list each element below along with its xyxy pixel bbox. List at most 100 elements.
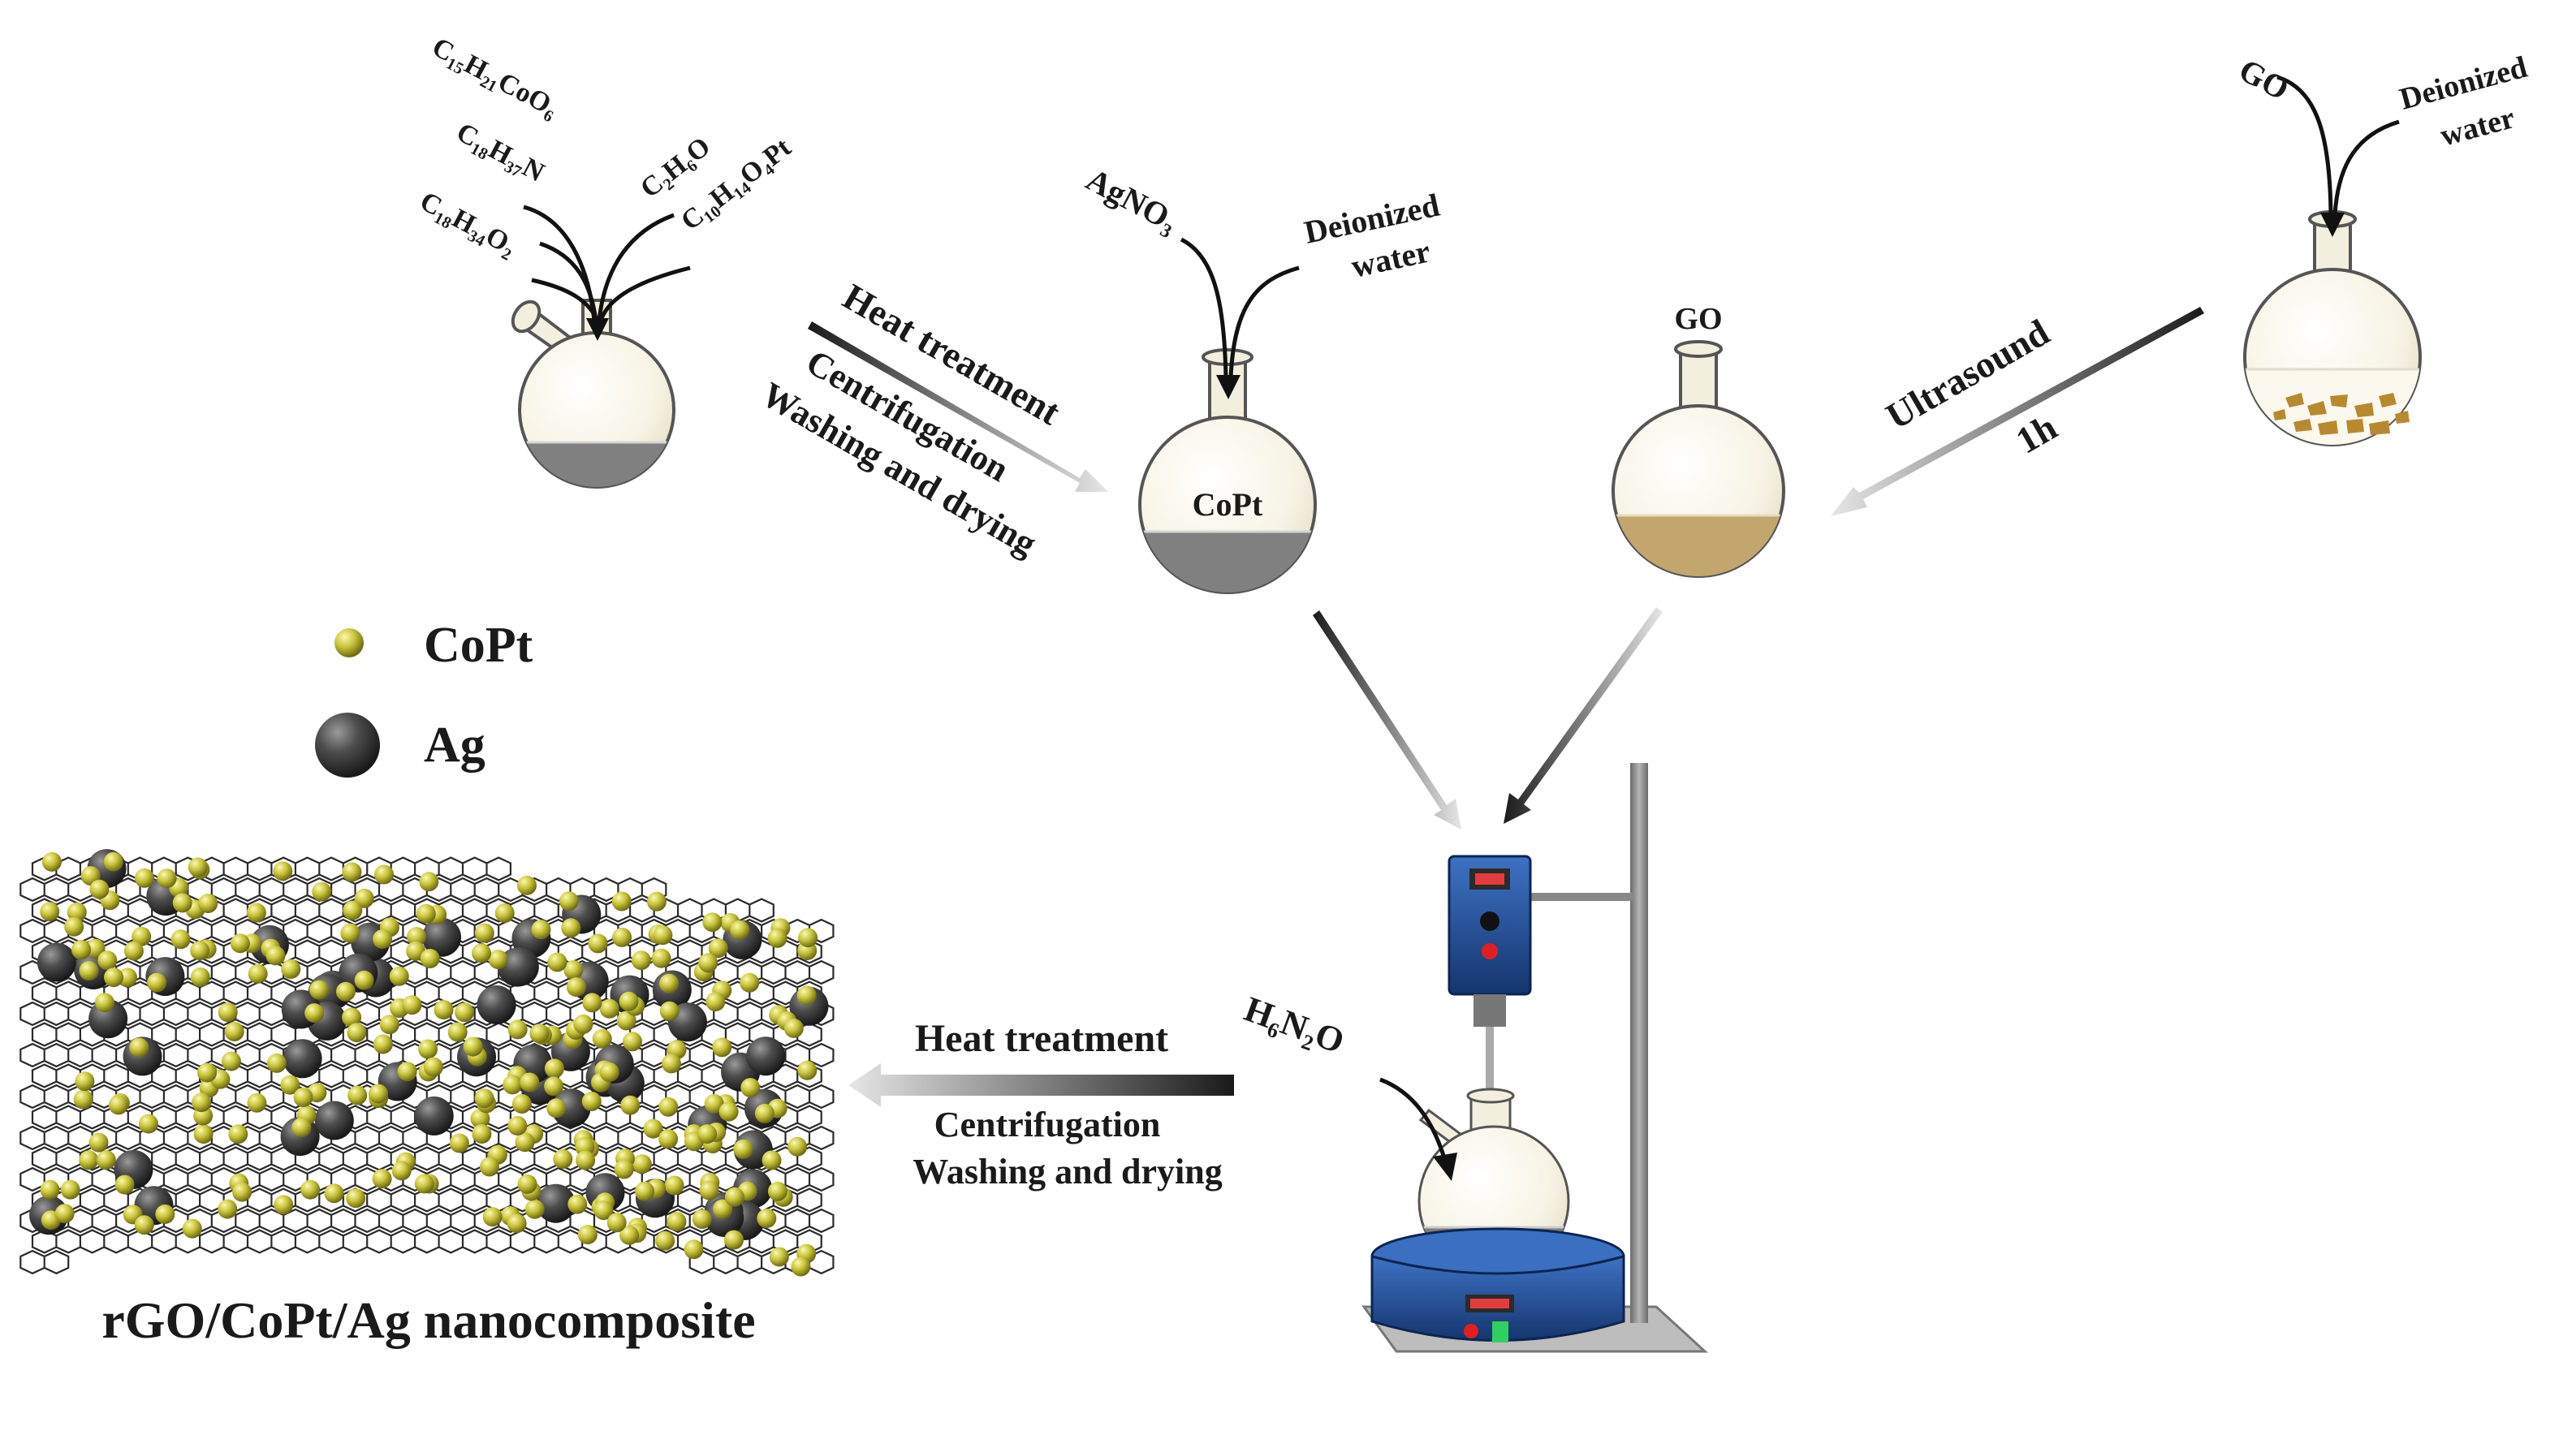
copt-particle xyxy=(511,1094,532,1114)
copt-particle xyxy=(546,1098,567,1118)
copt-particle xyxy=(520,1072,540,1092)
reagent-deionized-water-2: water xyxy=(1348,232,1434,284)
copt-particle xyxy=(108,1095,128,1115)
copt-particle xyxy=(281,959,301,979)
copt-particle xyxy=(228,1124,248,1144)
copt-particle xyxy=(420,949,440,968)
copt-particle xyxy=(418,1039,438,1059)
copt-particle xyxy=(291,1118,312,1138)
copt-particle xyxy=(724,1230,744,1250)
copt-particle xyxy=(60,1179,80,1200)
copt-particle xyxy=(769,1247,789,1267)
copt-particle xyxy=(651,948,671,968)
copt-particle xyxy=(612,927,632,947)
copt-particle xyxy=(198,894,218,914)
copt-particle xyxy=(547,952,567,972)
copt-particle xyxy=(391,1161,412,1181)
copt-particle xyxy=(397,1062,417,1082)
copt-particle xyxy=(373,929,393,950)
hotplate xyxy=(1370,1227,1625,1342)
copt-particle xyxy=(324,1183,344,1204)
copt-particle xyxy=(632,1154,652,1174)
copt-particle xyxy=(79,961,99,981)
copt-particle xyxy=(740,1078,761,1098)
copt-particle xyxy=(616,1011,636,1031)
copt-particle xyxy=(796,985,817,1006)
copt-particle xyxy=(631,950,651,971)
copt-particle xyxy=(40,902,60,922)
copt-particle xyxy=(567,1194,588,1214)
copt-particle xyxy=(85,938,106,959)
step3-heat-treatment: Heat treatment xyxy=(915,1017,1168,1060)
copt-particle xyxy=(488,950,508,970)
copt-particle xyxy=(544,1058,564,1079)
legend-copt-marker xyxy=(334,628,364,657)
copt-particle xyxy=(103,851,123,872)
copt-particle xyxy=(335,981,356,1002)
copt-particle xyxy=(614,1159,634,1179)
reagent-oleylamine: C₁₈H₃₇N xyxy=(451,117,549,187)
copt-particle xyxy=(138,1114,158,1134)
step3-arrow xyxy=(848,1063,1234,1107)
copt-particle xyxy=(787,1136,808,1157)
copt-particle xyxy=(797,1060,818,1080)
copt-particle xyxy=(619,1225,640,1245)
copt-particle xyxy=(265,946,286,966)
copt-particle xyxy=(767,1181,787,1201)
copt-particle xyxy=(699,1180,719,1200)
copt-particle xyxy=(132,926,152,946)
copt-particle xyxy=(482,1207,503,1227)
copt-particle xyxy=(354,970,374,990)
copt-particle xyxy=(373,1034,393,1054)
copt-particle xyxy=(599,1062,619,1082)
step1-labels: Heat treatment Centrifugation Washing an… xyxy=(755,275,1068,563)
copt-particle xyxy=(218,1199,238,1219)
copt-particle xyxy=(402,995,422,1015)
copt-particle xyxy=(762,1150,782,1170)
ag-particle xyxy=(536,1183,576,1223)
agno3-feed-lines xyxy=(1180,237,1300,399)
copt-particle xyxy=(406,941,426,961)
go-water-flask xyxy=(2243,210,2422,446)
copt-particle xyxy=(274,1195,294,1215)
step3-washing-drying: Washing and drying xyxy=(913,1152,1223,1192)
copt-particle xyxy=(79,1150,99,1170)
copt-particle xyxy=(372,1169,392,1189)
copt-particle xyxy=(129,1037,149,1058)
copt-particle xyxy=(343,900,363,920)
copt-particle xyxy=(273,861,293,881)
ag-particle xyxy=(314,1101,354,1140)
go-flask: GO xyxy=(1612,302,1785,578)
copt-particle xyxy=(507,1213,527,1234)
copt-particle xyxy=(507,1019,528,1040)
ag-particle xyxy=(422,917,461,957)
copt-particle xyxy=(123,941,144,961)
ag-particle xyxy=(477,985,516,1024)
copt-particle xyxy=(170,929,191,950)
legend: CoPt Ag xyxy=(315,618,533,778)
legend-ag-marker xyxy=(315,713,380,778)
copt-particle xyxy=(606,1213,627,1233)
copt-particle xyxy=(592,1028,612,1049)
converge-arrow-left xyxy=(1313,610,1461,830)
copt-particle xyxy=(705,992,726,1012)
copt-particle xyxy=(280,1075,300,1095)
copt-particle xyxy=(619,991,639,1011)
copt-particle xyxy=(134,868,154,888)
copt-particle xyxy=(114,1174,135,1195)
copt-particle xyxy=(692,1209,712,1229)
copt-particle xyxy=(218,1002,238,1023)
copt-particle xyxy=(266,1053,287,1073)
copt-particle xyxy=(730,920,750,940)
copt-particle xyxy=(293,1088,313,1107)
reagent-oleic-acid: C₁₈H₃₄O₂ xyxy=(415,186,521,261)
copt-particle xyxy=(40,1179,60,1200)
reagent-agno3: AgNO₃ xyxy=(1081,161,1184,239)
copt-particle xyxy=(623,1032,642,1052)
copt-particle xyxy=(576,1150,596,1170)
copt-particle xyxy=(524,1199,545,1219)
copt-particle xyxy=(708,938,728,959)
copt-particle xyxy=(733,1139,753,1159)
copt-particle xyxy=(494,903,515,923)
